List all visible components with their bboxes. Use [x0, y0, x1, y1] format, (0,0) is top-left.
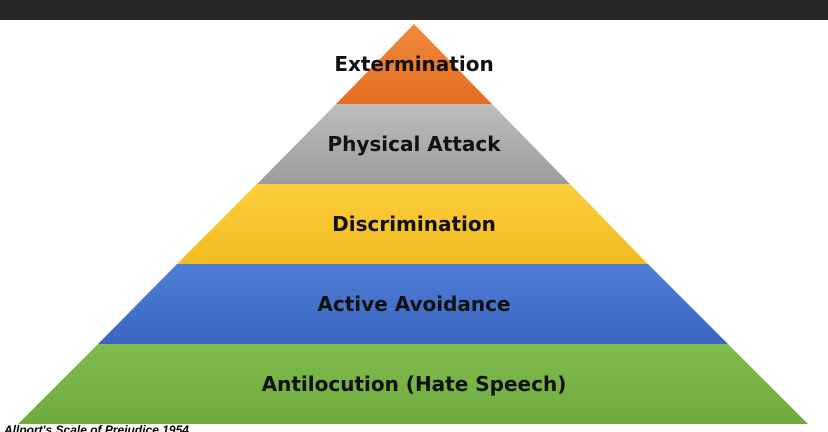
- diagram-caption: Allport's Scale of Prejudice 1954: [4, 423, 189, 432]
- pyramid-tier-extermination: [336, 24, 492, 104]
- tier-label-discrimination: Discrimination: [332, 212, 496, 236]
- top-border-bar: [0, 0, 828, 20]
- tier-label-active-avoidance: Active Avoidance: [317, 292, 510, 316]
- pyramid-tier-physical-attack: [257, 104, 570, 184]
- pyramid-tier-antilocution: [18, 344, 808, 424]
- tier-label-antilocution: Antilocution (Hate Speech): [262, 372, 567, 396]
- tier-label-extermination: Extermination: [334, 52, 493, 76]
- tier-label-physical-attack: Physical Attack: [327, 132, 501, 156]
- pyramid-tier-active-avoidance: [98, 264, 728, 344]
- pyramid-tier-discrimination: [177, 184, 648, 264]
